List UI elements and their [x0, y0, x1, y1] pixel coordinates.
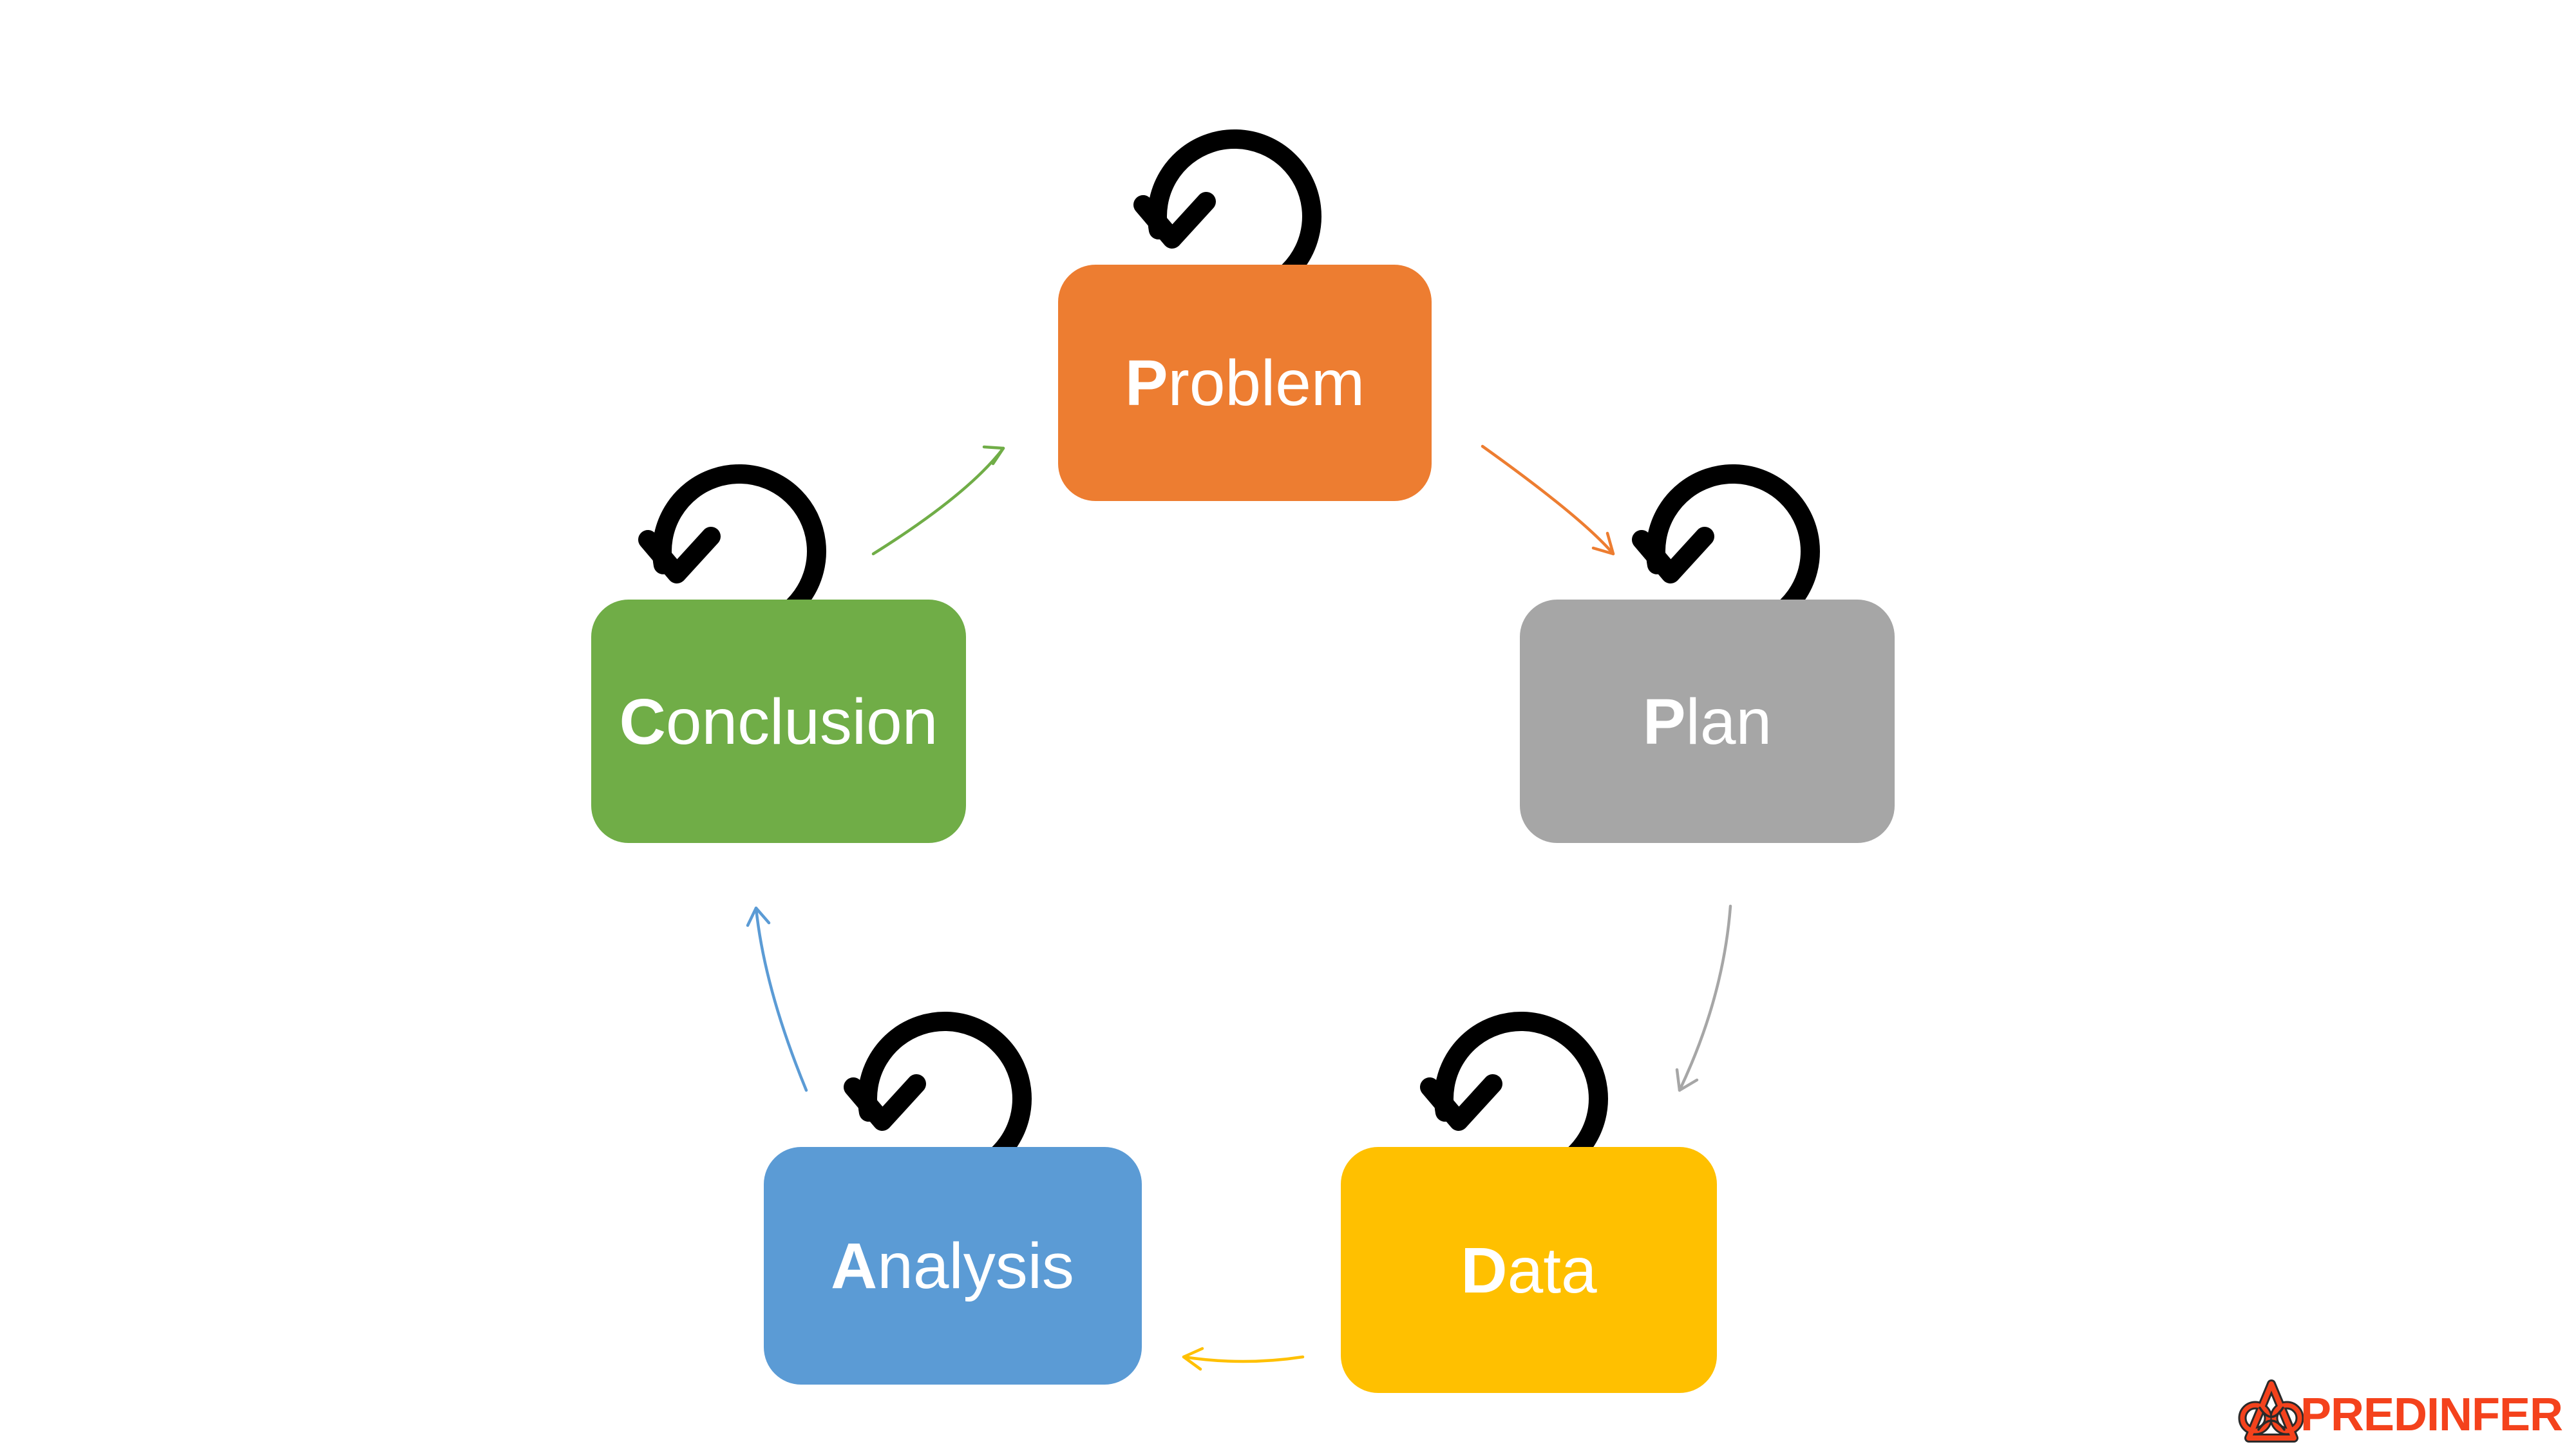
node-data: Data	[1341, 1147, 1717, 1393]
connector-curve	[754, 906, 808, 1092]
connector-plan-to-data	[1675, 904, 1732, 1092]
self-loop-arrow-analysis	[853, 1021, 1022, 1162]
self-loop-arrow-plan	[1642, 474, 1810, 614]
node-data-box	[1341, 1147, 1717, 1393]
connector-problem-to-plan	[1481, 444, 1615, 556]
node-plan-box	[1520, 600, 1895, 843]
node-problem: Problem	[1058, 265, 1432, 501]
connector-arrowhead-icon	[746, 906, 771, 927]
connector-arrowhead-icon	[982, 445, 1005, 466]
node-conclusion-label: Conclusion	[620, 686, 938, 758]
node-plan-label: Plan	[1643, 686, 1772, 758]
connector-conclusion-to-problem	[871, 445, 1005, 556]
node-conclusion: Conclusion	[591, 600, 966, 843]
node-analysis: Analysis	[764, 1147, 1142, 1385]
connector-curve	[1481, 444, 1615, 556]
self-loop-arrow-problem	[1143, 139, 1312, 279]
node-data-label: Data	[1461, 1235, 1597, 1307]
connector-arrowhead-icon	[1675, 1068, 1699, 1092]
connector-curve	[1678, 904, 1732, 1092]
node-analysis-label: Analysis	[831, 1230, 1074, 1302]
connector-arrowhead-icon	[1182, 1347, 1204, 1371]
self-loop-arrow-conclusion	[648, 474, 817, 614]
node-problem-label: Problem	[1125, 347, 1365, 419]
predinfer-logo-text: PREDINFER	[2300, 1389, 2562, 1441]
connector-arrowhead-icon	[1591, 531, 1615, 556]
connector-curve	[1182, 1355, 1305, 1363]
self-loop-arrow-data	[1430, 1021, 1598, 1162]
node-problem-box	[1058, 265, 1432, 501]
predinfer-logo: PREDINFER	[2238, 1379, 2563, 1443]
node-analysis-box	[764, 1147, 1142, 1385]
connector-analysis-to-conclusion	[746, 906, 808, 1092]
connector-data-to-analysis	[1182, 1347, 1305, 1371]
predinfer-logo-mark-icon	[2238, 1379, 2304, 1443]
node-conclusion-box	[591, 600, 966, 843]
node-plan: Plan	[1520, 600, 1895, 843]
connector-curve	[871, 446, 1005, 556]
